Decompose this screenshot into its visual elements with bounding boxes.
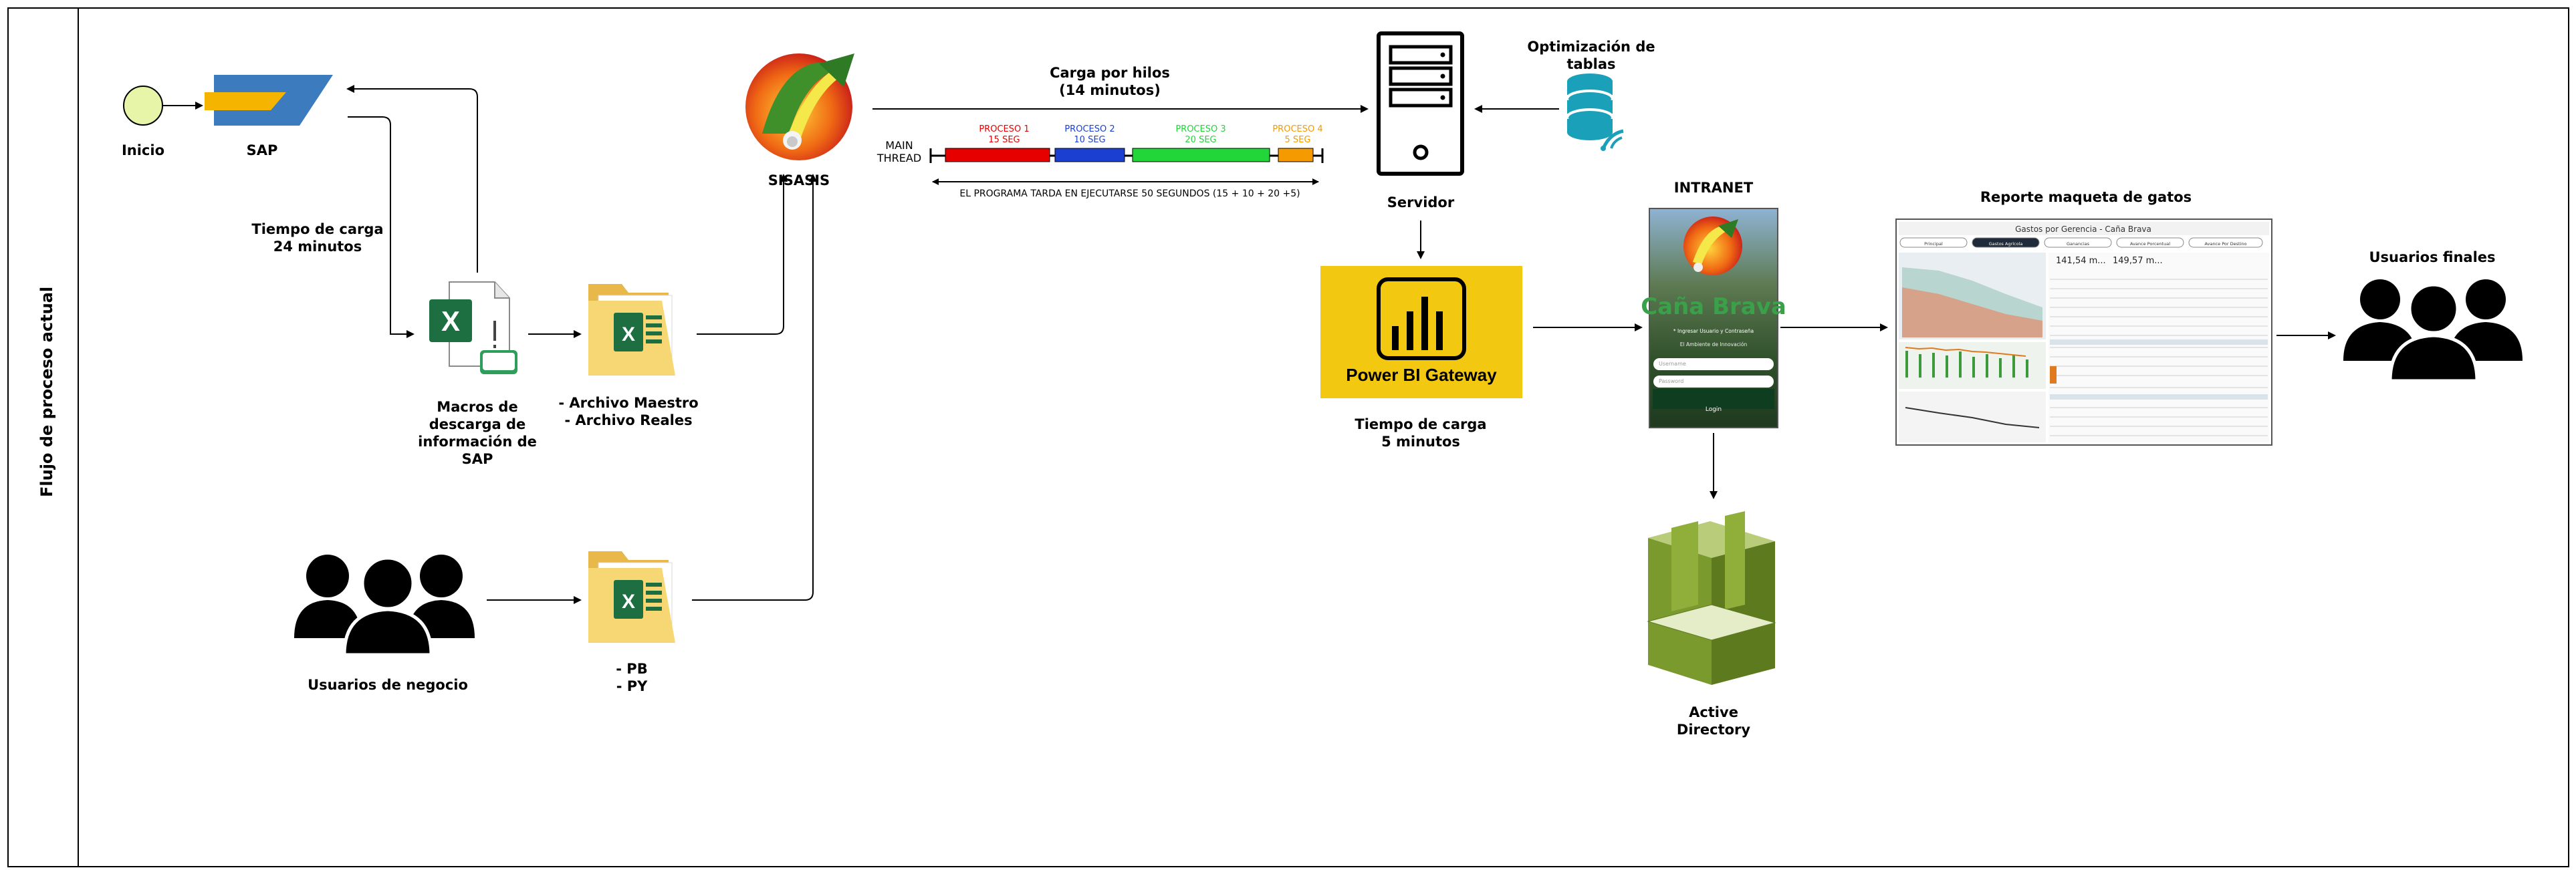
label-report: Reporte maqueta de gatos [1980,189,2192,205]
sap-icon [205,75,333,126]
arrow-folder2-sisasis [692,174,817,601]
label-thread-load: Carga por hilos (14 minutos) [1050,65,1170,98]
label-macros: Macros de descarga de información de SAP [418,399,537,467]
intranet-brand: Caña Brava [1641,293,1786,320]
intranet-login-button[interactable]: Login [1653,404,1774,416]
label-active-directory: Active Directory [1676,704,1751,738]
folder-excel-icon: X [588,284,675,376]
thread-4-name: PROCESO 4 [1272,124,1322,134]
thread-timeline [929,148,1324,185]
thread-4-time: 5 SEG [1285,135,1311,145]
thread-1-name: PROCESO 1 [979,124,1029,134]
gateway-label: Power BI Gateway [1346,365,1497,385]
final-users-icon [2343,279,2523,383]
svg-text:X: X [622,591,635,613]
report-tab-2: Gastos Agrícola [1989,241,2023,247]
arrow-folder-sisasis [697,174,788,335]
label-server: Servidor [1387,194,1455,210]
label-load-time-sap: Tiempo de carga 24 minutos [251,221,384,255]
report-kpi-2: 149,57 m... [2113,256,2163,266]
arrow-sap-macro [348,116,415,338]
label-sisasis: SISASIS [768,172,830,188]
thread-bar-2 [1054,148,1125,162]
intranet-username-placeholder: Username [1659,361,1686,367]
intranet-subtitle: * Ingresar Usuario y Contraseña [1673,328,1754,334]
powerbi-gateway [1320,266,1522,398]
label-sap: SAP [246,142,278,158]
label-intranet: INTRANET [1673,180,1754,196]
sisasis-logo-icon [745,53,854,160]
thread-2-name: PROCESO 2 [1064,124,1115,134]
business-users-icon [294,555,475,657]
report-title: Gastos por Gerencia - Caña Brava [2015,225,2151,234]
folder-excel-icon-2: X [588,551,675,643]
report-tab-5: Avance Por Destino [2205,241,2247,247]
thread-3-time: 20 SEG [1185,135,1216,145]
excel-macro-file-icon: X [429,281,517,374]
active-directory-icon [1647,511,1776,685]
thread-2-time: 10 SEG [1074,135,1105,145]
svg-text:X: X [441,305,460,337]
intranet-login-label: Login [1705,406,1722,413]
report-kpi-1: 141,54 m... [2056,256,2106,266]
label-table-opt: Optimización de tablas [1527,39,1655,72]
label-files-master: - Archivo Maestro - Archivo Reales [558,395,699,428]
intranet-login-screen [1649,208,1778,428]
intranet-password-input[interactable]: Password [1653,376,1774,388]
thread-summary: EL PROGRAMA TARDA EN EJECUTARSE 50 SEGUN… [959,188,1300,199]
lane-title: Flujo de proceso actual [37,286,56,497]
label-final-users: Usuarios finales [2369,249,2496,265]
thread-bar-3 [1132,148,1270,162]
svg-text:X: X [622,323,635,345]
report-tab-4: Avance Porcentual [2130,241,2170,247]
label-files-pb: - PB - PY [616,661,648,694]
intranet-username-input[interactable]: Username [1653,358,1774,370]
label-load-time-gateway: Tiempo de carga 5 minutos [1355,416,1487,450]
thread-1-time: 15 SEG [988,135,1020,145]
label-inicio: Inicio [121,142,165,158]
thread-bar-4 [1278,148,1314,162]
intranet-tagline: El Ambiente de Innovación [1680,341,1748,347]
pool-frame [7,7,2569,867]
report-thumbnail [1895,219,2272,446]
thread-bar-1 [945,148,1050,162]
arrow-macro-sap [346,85,478,273]
intranet-password-placeholder: Password [1659,378,1684,384]
report-tab-3: Ganancias [2067,241,2090,247]
thread-3-name: PROCESO 3 [1175,124,1225,134]
start-event-icon [123,86,163,126]
label-main-thread: MAIN THREAD [876,139,922,164]
report-tab-1: Principal [1924,241,1943,247]
database-icon [1566,74,1624,151]
label-business-users: Usuarios de negocio [308,677,468,693]
server-icon [1377,31,1464,176]
connectors [162,85,2336,604]
